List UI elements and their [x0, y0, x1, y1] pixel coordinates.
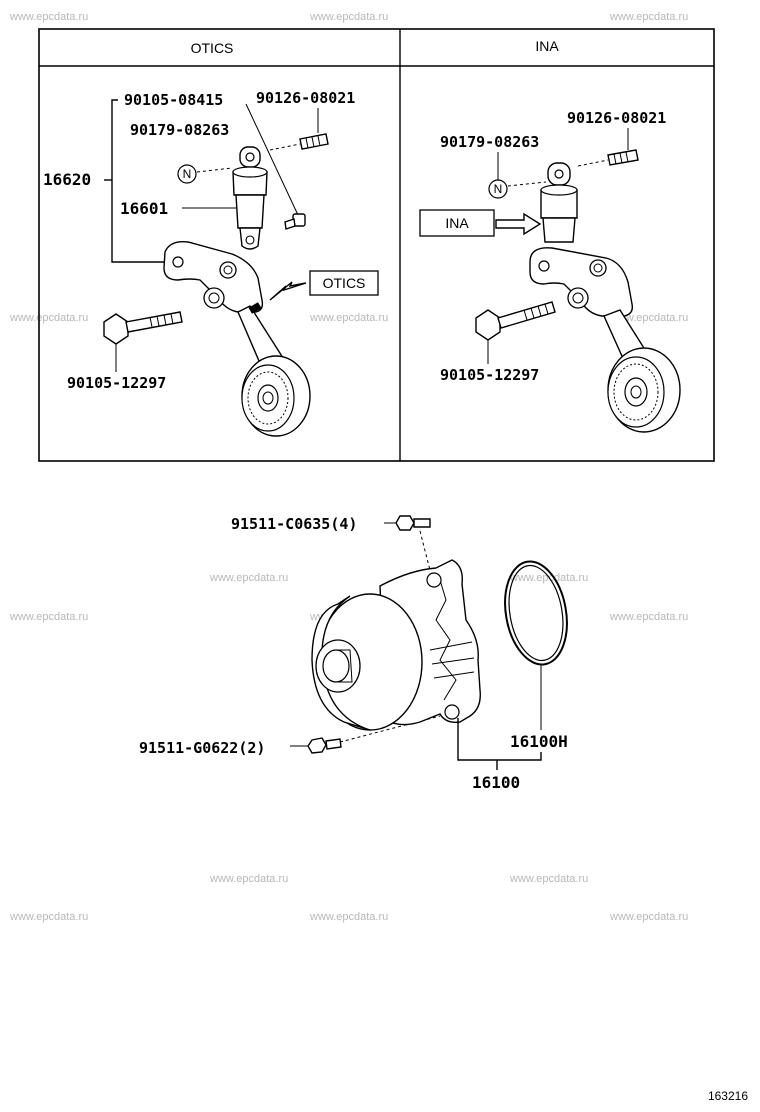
watermark: www.epcdata.ru: [9, 611, 88, 623]
callout-arrow-icon: [495, 212, 542, 236]
n-marker-icon: [488, 179, 508, 199]
long-bolt-icon: [103, 311, 183, 372]
watermark: www.epcdata.ru: [209, 873, 288, 885]
gasket-ring-icon: [504, 560, 568, 666]
part-label-90179-08263-ina: 90179-08263: [440, 133, 539, 151]
panel-frame: OTICS INA: [38, 28, 715, 462]
watermark: www.epcdata.ru: [609, 11, 688, 23]
ina-callout-box: [419, 209, 495, 237]
stud-icon: [269, 133, 329, 151]
ina-callout-label: INA: [445, 215, 469, 231]
part-label-90105-12297-ina: 90105-12297: [440, 366, 539, 384]
n-marker-icon: [177, 164, 197, 184]
watermark: www.epcdata.ru: [509, 873, 588, 885]
watermark: www.epcdata.ru: [609, 611, 688, 623]
panel-header-ina: INA: [535, 38, 559, 54]
watermark: www.epcdata.ru: [309, 11, 388, 23]
otics-tensioner-assembly: 90105-08415 90126-08021 90179-08263 1662…: [43, 89, 379, 437]
ina-tensioner-assembly: 90126-08021 90179-08263 90105-12297 N: [419, 109, 681, 433]
idler-pulley-icon: [607, 347, 681, 433]
callout-arrow-icon: [269, 281, 307, 301]
water-pump-assembly: 91511-C0635(4) 91511-G0622(2) 16100H 161…: [139, 515, 568, 792]
watermark: www.epcdata.ru: [309, 911, 388, 923]
part-label-16620: 16620: [43, 170, 91, 189]
marker-n-ina: N: [494, 182, 503, 196]
reference-number: 163216: [708, 1089, 748, 1103]
part-label-90179-08263: 90179-08263: [130, 121, 229, 139]
part-label-16601: 16601: [120, 199, 168, 218]
watermark: www.epcdata.ru: [309, 312, 388, 324]
otics-callout-label: OTICS: [323, 275, 366, 291]
part-label-90105-12297: 90105-12297: [67, 374, 166, 392]
tensioner-damper-icon: [232, 146, 268, 250]
stud-icon: [577, 149, 639, 167]
watermark: www.epcdata.ru: [209, 572, 288, 584]
otics-callout-box: [309, 270, 379, 296]
watermark: www.epcdata.ru: [609, 911, 688, 923]
part-label-91511-c0635: 91511-C0635(4): [231, 515, 357, 533]
watermark: www.epcdata.ru: [9, 312, 88, 324]
marker-n: N: [183, 167, 192, 181]
long-bolt-icon: [475, 301, 556, 364]
watermarks: www.epcdata.ru www.epcdata.ru www.epcdat…: [9, 11, 688, 923]
watermark: www.epcdata.ru: [509, 572, 588, 584]
part-label-91511-g0622: 91511-G0622(2): [139, 739, 265, 757]
idler-pulley-icon: [241, 355, 311, 437]
tensioner-damper-icon: [540, 162, 578, 243]
part-label-90126-08021: 90126-08021: [256, 89, 355, 107]
watermark: www.epcdata.ru: [9, 911, 88, 923]
part-label-16100: 16100: [472, 773, 520, 792]
part-label-90105-08415: 90105-08415: [124, 91, 223, 109]
part-label-90126-08021-ina: 90126-08021: [567, 109, 666, 127]
water-pump-body-icon: [311, 559, 481, 731]
panel-header-otics: OTICS: [191, 40, 234, 56]
part-label-16100h: 16100H: [510, 732, 568, 751]
pump-bolt-icon: [384, 515, 433, 579]
watermark: www.epcdata.ru: [9, 11, 88, 23]
small-bolt-icon: [284, 213, 306, 230]
